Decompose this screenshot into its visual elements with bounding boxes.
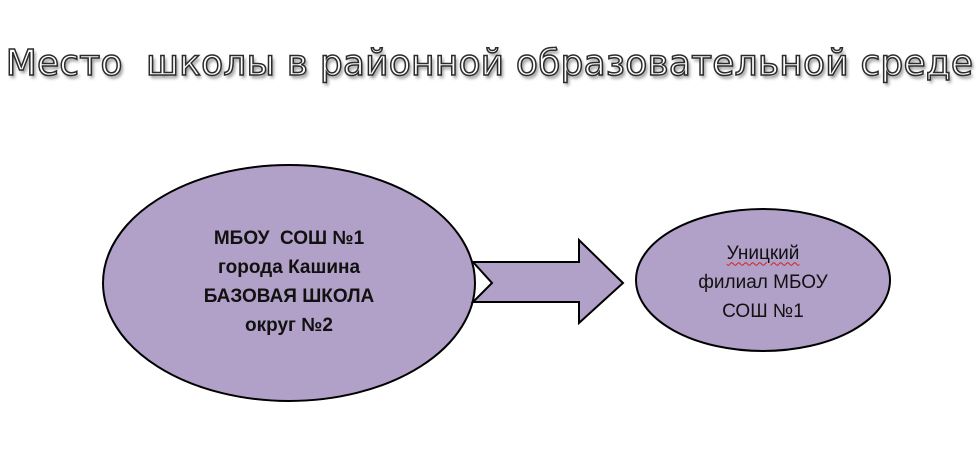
branch-line-3: СОШ №1 [722, 300, 804, 322]
main-school-line-3: БАЗОВАЯ ШКОЛА [203, 286, 375, 307]
main-school-line-2: города Кашина [217, 257, 361, 278]
branch-label: Уницкий филиал МБОУ СОШ №1 [658, 234, 868, 330]
main-school-line-4: округ №2 [245, 315, 333, 336]
branch-ellipse [635, 208, 891, 352]
slide-title: Место школы в районной образовательной с… [5, 42, 974, 85]
arrow-right [470, 237, 625, 326]
main-school-label: МБОУ СОШ №1 города Кашина БАЗОВАЯ ШКОЛА … [170, 222, 408, 342]
branch-line-1: Уницкий [726, 242, 800, 264]
branch-line-2: филиал МБОУ [698, 271, 828, 293]
main-school-ellipse [102, 164, 476, 402]
main-school-line-1: МБОУ СОШ №1 [213, 228, 365, 249]
